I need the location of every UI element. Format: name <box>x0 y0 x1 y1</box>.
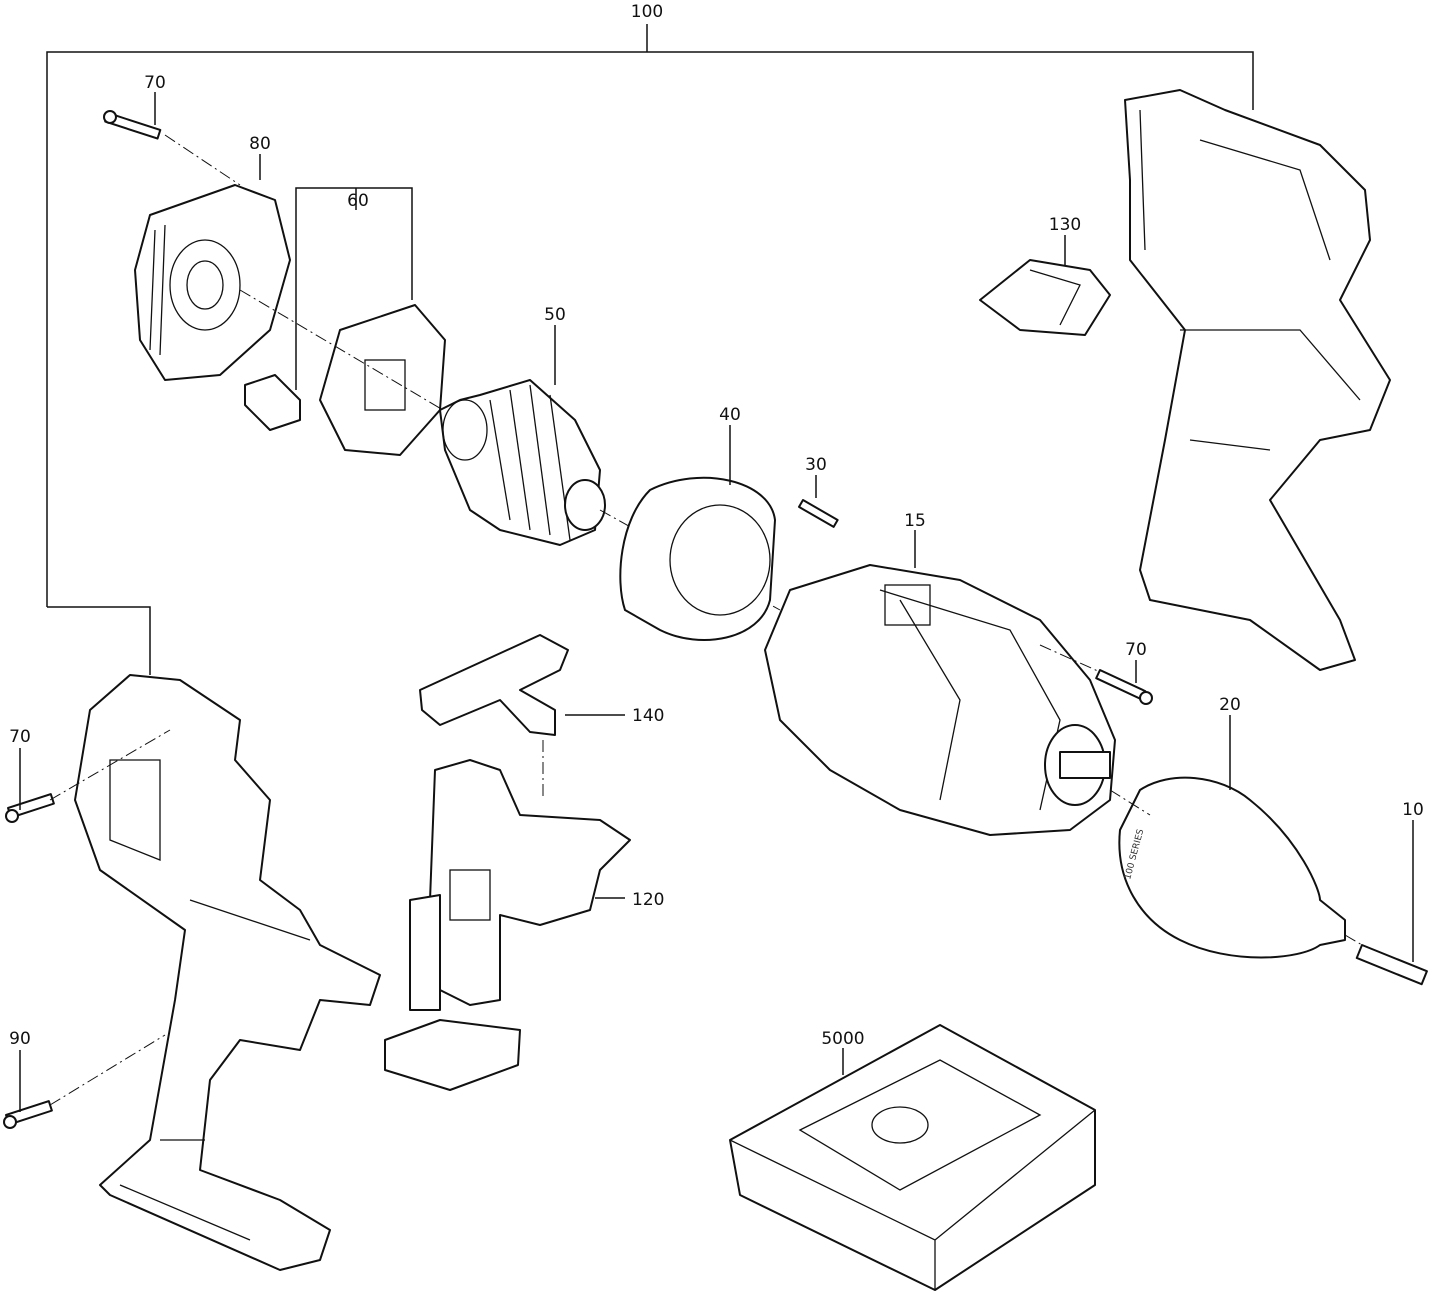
part-switch-120: 120 <box>384 759 664 1091</box>
label-20: 20 <box>1219 695 1241 715</box>
part-screw-70-left: 70 <box>5 727 171 823</box>
part-screw-90: 90 <box>3 1029 166 1129</box>
label-60: 60 <box>347 191 369 211</box>
label-120: 120 <box>632 890 664 910</box>
label-80: 80 <box>249 134 271 154</box>
part-magnet-ring-40: 40 <box>619 405 776 641</box>
assembly-bracket-100: 100 <box>46 2 1254 675</box>
part-screw-10: 10 <box>1344 800 1428 986</box>
label-100: 100 <box>631 2 663 22</box>
part-brush-plate-60: 60 <box>239 187 461 456</box>
part-housing-left <box>74 674 381 1271</box>
label-5000: 5000 <box>821 1029 864 1049</box>
part-end-cap-80: 80 <box>134 134 291 381</box>
part-gearbox-15: 15 <box>764 511 1116 836</box>
label-70-left: 70 <box>9 727 31 747</box>
part-case-5000: 5000 <box>729 1024 1096 1291</box>
part-pin-30: 30 <box>798 455 839 528</box>
part-reverse-lever-140: 140 <box>419 634 664 800</box>
label-130: 130 <box>1049 215 1081 235</box>
label-70-top: 70 <box>144 73 166 93</box>
label-140: 140 <box>632 706 664 726</box>
part-armature-50: 50 <box>439 305 781 611</box>
label-50: 50 <box>544 305 566 325</box>
part-housing-right <box>1124 89 1391 671</box>
label-30: 30 <box>805 455 827 475</box>
label-90: 90 <box>9 1029 31 1049</box>
label-10: 10 <box>1402 800 1424 820</box>
part-chuck-20: 100 SERIES 20 <box>1109 695 1346 959</box>
label-40: 40 <box>719 405 741 425</box>
part-screw-70-top: 70 <box>103 73 241 186</box>
part-switch-button-130: 130 <box>979 215 1111 336</box>
part-screw-70-gearbox: 70 <box>1039 640 1153 705</box>
label-15: 15 <box>904 511 926 531</box>
label-70-gearbox: 70 <box>1125 640 1147 660</box>
